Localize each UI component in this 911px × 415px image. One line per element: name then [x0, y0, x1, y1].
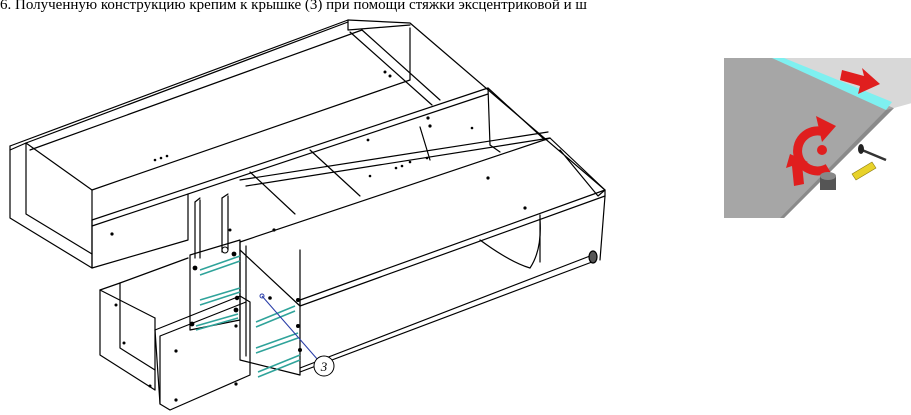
bolt-icon: [858, 144, 887, 162]
middle-front-panel: [91, 193, 189, 269]
callout-number: 3: [320, 359, 328, 374]
clothes-rod: [299, 255, 591, 369]
drawer-front: [154, 295, 251, 411]
up-arrow-icon: [786, 154, 808, 186]
detail-inset: [724, 58, 911, 218]
dowel: [199, 255, 241, 271]
rotate-arrow-icon: [793, 116, 836, 176]
callout-3: 3: [259, 293, 335, 377]
drawer-box: [99, 289, 156, 391]
hinge-plate: [189, 239, 241, 331]
left-end-panel: [9, 149, 93, 269]
dowel-icon: [851, 161, 877, 181]
cam-lock-icon: [820, 172, 836, 190]
front-rail: [91, 87, 491, 221]
lower-front-panel: [239, 137, 606, 301]
instruction-caption: 6. Полученную конструкцию крепим к крышк…: [0, 0, 587, 13]
right-arrow-icon: [840, 68, 880, 94]
